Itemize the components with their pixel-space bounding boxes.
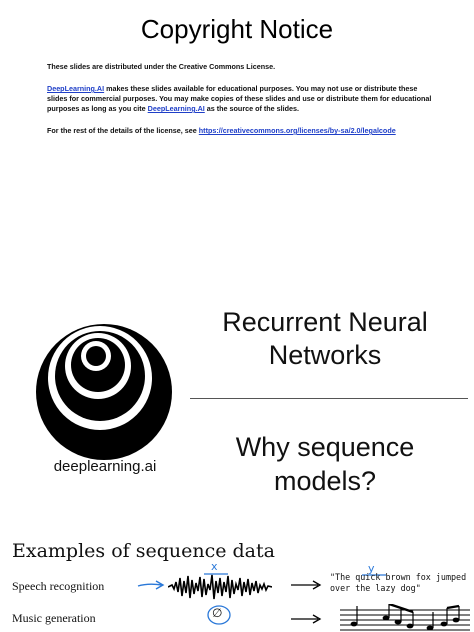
row-label-speech: Speech recognition xyxy=(12,579,105,593)
annotation-y-underline xyxy=(362,574,386,576)
empty-set-circle-icon xyxy=(207,605,231,625)
deeplearning-link-2[interactable]: DeepLearning.AI xyxy=(147,104,205,113)
annotation-x-underline xyxy=(204,573,228,575)
usage-paragraph: DeepLearning.AI makes these slides avail… xyxy=(47,84,437,114)
slide-title: Copyright Notice xyxy=(140,14,334,44)
audio-waveform-icon xyxy=(168,574,272,600)
title-line-2: Networks xyxy=(268,340,382,370)
annotation-empty-set: ∅ xyxy=(212,606,223,620)
annotation-y: y xyxy=(368,562,375,575)
slide-title: Examples of sequence data xyxy=(12,540,275,562)
deeplearning-link[interactable]: DeepLearning.AI xyxy=(47,84,105,93)
arrow-right-icon xyxy=(291,580,322,590)
deeplearning-logo-icon xyxy=(36,324,172,460)
usage-text-a: makes these slides available for educati… xyxy=(47,84,432,113)
arrow-right-icon-2 xyxy=(291,614,322,624)
row-label-music: Music generation xyxy=(12,611,96,625)
license-line: These slides are distributed under the C… xyxy=(47,62,276,71)
title-divider xyxy=(190,398,468,399)
music-staff-icon xyxy=(340,604,470,631)
license-details-paragraph: For the rest of the details of the licen… xyxy=(47,126,437,136)
subtitle-line-1: Why sequence xyxy=(235,432,415,462)
license-details-text: For the rest of the details of the licen… xyxy=(47,126,199,135)
copyright-slide: Copyright Notice These slides are distri… xyxy=(0,0,474,168)
title-slide: deeplearning.ai Recurrent Neural Network… xyxy=(0,270,474,520)
subtitle-line-2: models? xyxy=(273,466,377,496)
title-line-1: Recurrent Neural xyxy=(222,307,428,337)
logo-wordmark: deeplearning.ai xyxy=(53,458,157,475)
blue-arrow-icon xyxy=(137,580,165,590)
usage-text-b: as the source of the slides. xyxy=(204,104,300,113)
slide-subtitle: Why sequence models? xyxy=(180,430,470,498)
annotation-x: x xyxy=(211,560,218,573)
examples-slide: Examples of sequence data Speech recogni… xyxy=(0,532,474,632)
license-url-link[interactable]: https://creativecommons.org/licenses/by-… xyxy=(198,126,396,135)
slide-title: Recurrent Neural Networks xyxy=(180,306,470,372)
speech-output-text: "The quick brown fox jumped over the laz… xyxy=(330,572,467,593)
